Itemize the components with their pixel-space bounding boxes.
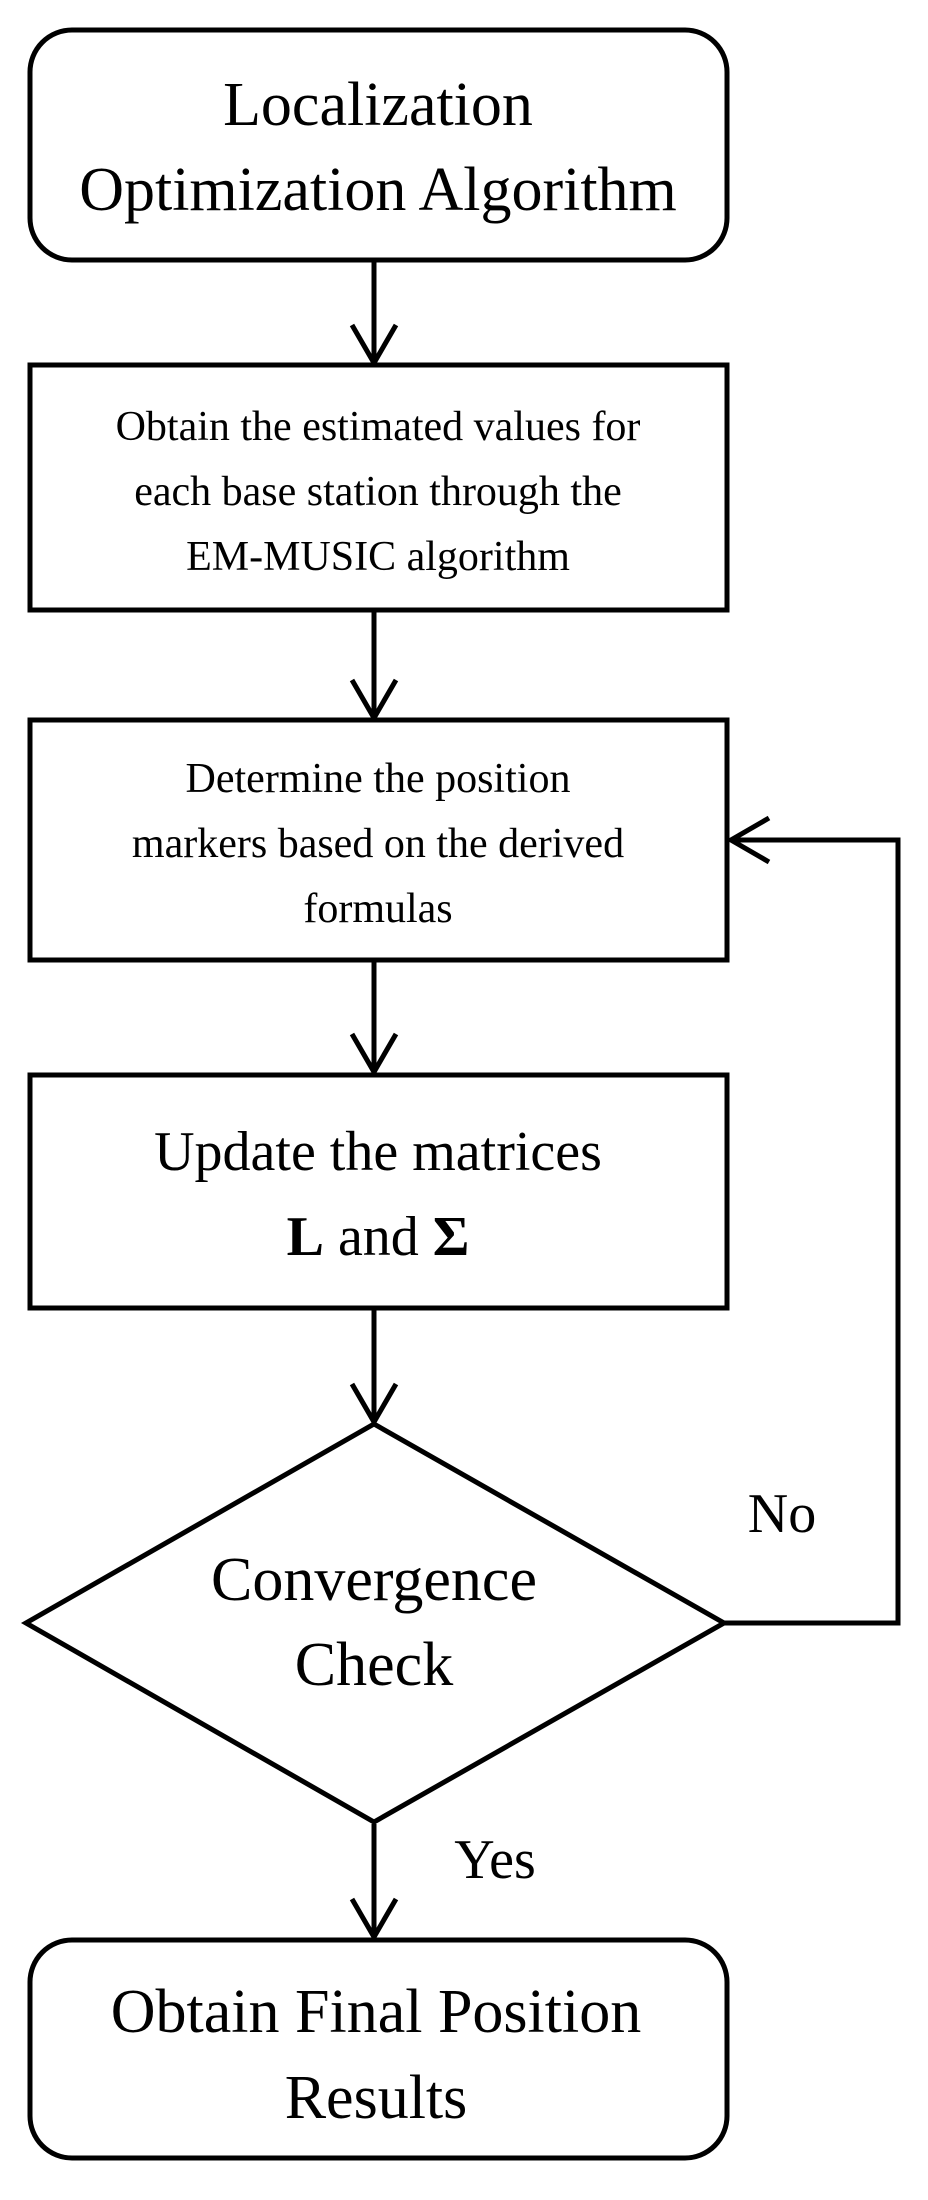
yes-label: Yes: [454, 1829, 535, 1891]
start-node-line2: Optimization Algorithm: [79, 156, 677, 224]
start-node-shape: [27, 27, 730, 263]
end-node-line1: Obtain Final Position: [111, 1978, 641, 2046]
step2-node: Determine the position markers based on …: [27, 717, 730, 963]
no-label: No: [748, 1483, 816, 1545]
step2-node-line2: markers based on the derived: [132, 821, 624, 867]
matrix-l-symbol: L: [287, 1206, 324, 1268]
start-node: Localization Optimization Algorithm: [27, 27, 730, 263]
end-node-line2: Results: [285, 2064, 468, 2132]
step2-node-line1: Determine the position: [186, 756, 571, 802]
decision-node: Convergence Check: [20, 1421, 730, 1825]
step3-node-line2: L and Σ: [287, 1206, 470, 1268]
arrow-no-loop: [724, 815, 901, 1626]
step3-node-shape: [27, 1072, 730, 1311]
decision-node-shape: [20, 1421, 730, 1825]
step1-node-shape: [27, 362, 730, 613]
end-node-shape: [27, 1937, 730, 2161]
step2-node-line3: formulas: [303, 886, 452, 932]
matrix-sigma-symbol: Σ: [433, 1206, 470, 1268]
step2-node-shape: [27, 717, 730, 963]
arrow-step2-to-step3: [349, 962, 399, 1077]
arrow-start-to-step1: [349, 262, 399, 368]
step3-and-text: and: [324, 1206, 433, 1268]
step3-node-line1: Update the matrices: [154, 1121, 602, 1183]
step1-node-line2: each base station through the: [134, 469, 622, 515]
arrow-decision-to-end: [349, 1824, 399, 1942]
step3-node: Update the matrices L and Σ: [27, 1072, 730, 1311]
decision-node-line2: Check: [295, 1631, 453, 1699]
end-node: Obtain Final Position Results: [27, 1937, 730, 2161]
decision-node-line1: Convergence: [211, 1546, 537, 1614]
step1-node: Obtain the estimated values for each bas…: [27, 362, 730, 613]
step1-node-line1: Obtain the estimated values for: [116, 404, 641, 450]
start-node-line1: Localization: [223, 71, 533, 139]
step1-node-line3: EM-MUSIC algorithm: [186, 534, 570, 580]
arrow-step3-to-decision: [349, 1310, 399, 1427]
arrow-step1-to-step2: [349, 612, 399, 723]
